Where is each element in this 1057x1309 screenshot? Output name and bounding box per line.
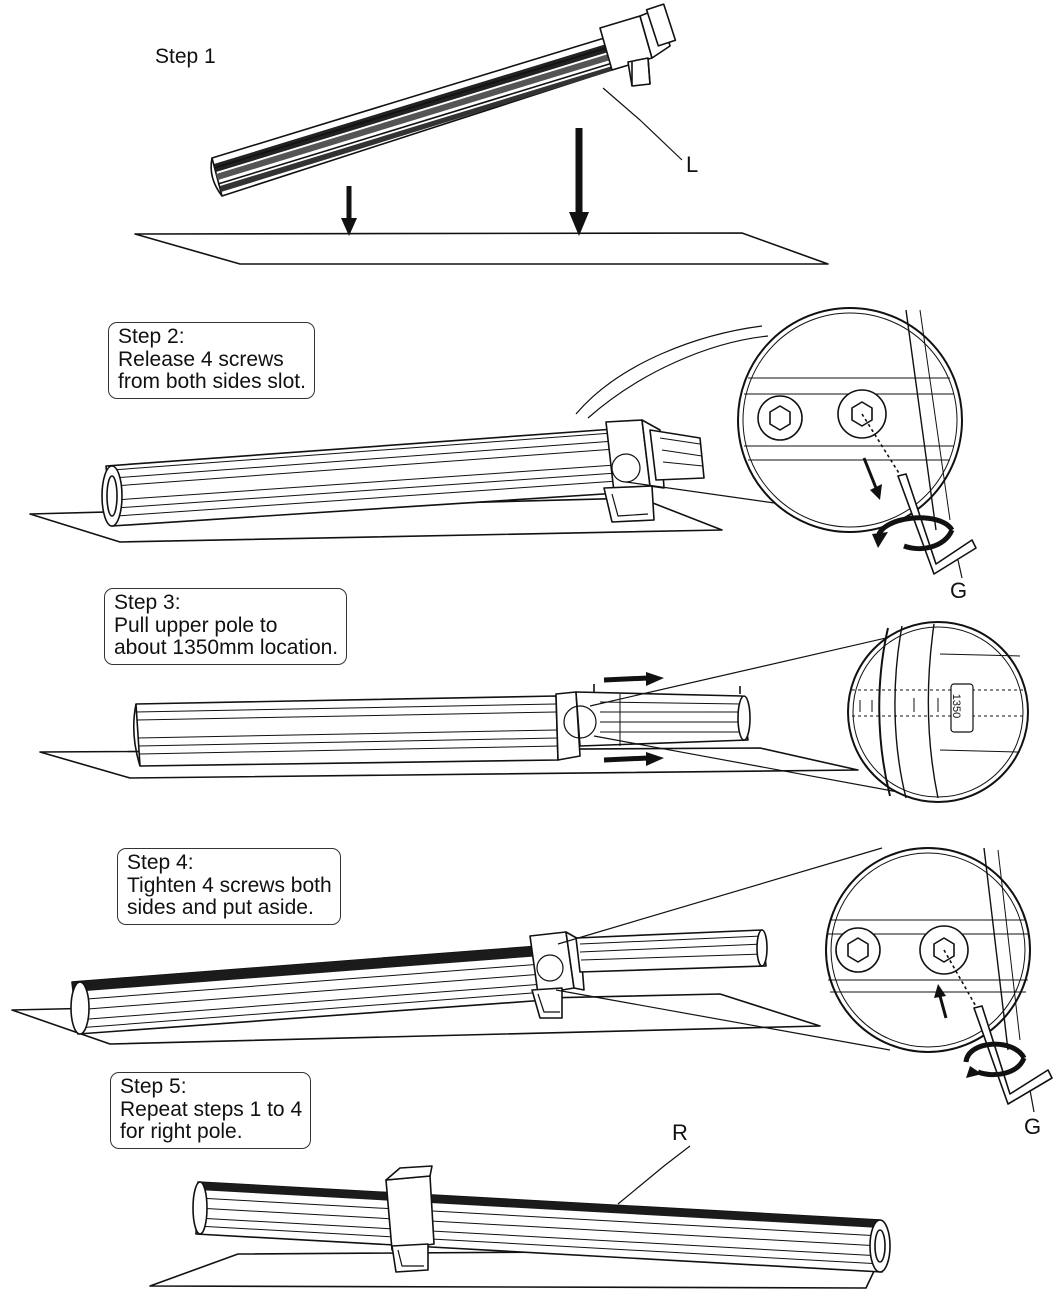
step2-title: Step 2: xyxy=(118,325,185,348)
step2-pole xyxy=(101,419,705,527)
step2-magnifier xyxy=(575,307,977,579)
step2-callout: Step 2: Release 4 screws from both sides… xyxy=(108,322,315,399)
step1-surface xyxy=(134,232,829,265)
scale-mark-1350: 1350 xyxy=(950,693,963,719)
step4-line-2: sides and put aside. xyxy=(127,896,314,919)
step4-magnifier xyxy=(555,847,1053,1113)
step5-line-2: for right pole. xyxy=(120,1120,243,1143)
part-label-right-pole: R xyxy=(672,1120,688,1145)
step4-callout: Step 4: Tighten 4 screws both sides and … xyxy=(117,848,341,925)
part-label-hex-key-step4: G xyxy=(1024,1114,1042,1139)
part-label-left-pole: L xyxy=(686,152,699,177)
step3-pole xyxy=(132,672,751,767)
step3-line-1: Pull upper pole to xyxy=(114,613,278,637)
step2-line-2: from both sides slot. xyxy=(118,370,306,393)
part-label-hex-key-step2: G xyxy=(950,578,968,603)
step5-callout: Step 5: Repeat steps 1 to 4 for right po… xyxy=(110,1072,312,1149)
step3-title: Step 3: xyxy=(114,591,181,614)
step4-line-1: Tighten 4 screws both xyxy=(127,873,332,897)
step5-right-pole xyxy=(192,1145,891,1273)
step3-callout: Step 3: Pull upper pole to about 1350mm … xyxy=(104,588,348,665)
step1-arrows xyxy=(341,128,589,236)
step3-line-2: about 1350mm location. xyxy=(114,636,339,659)
step5-line-1: Repeat steps 1 to 4 xyxy=(120,1097,303,1121)
step1-left-pole xyxy=(210,3,683,197)
step5-title: Step 5: xyxy=(120,1075,187,1098)
step4-pole xyxy=(70,929,768,1035)
step2-line-1: Release 4 screws xyxy=(118,347,284,371)
step4-title: Step 4: xyxy=(127,851,194,874)
step1-title: Step 1 xyxy=(155,45,216,68)
step3-magnifier xyxy=(589,621,1029,803)
